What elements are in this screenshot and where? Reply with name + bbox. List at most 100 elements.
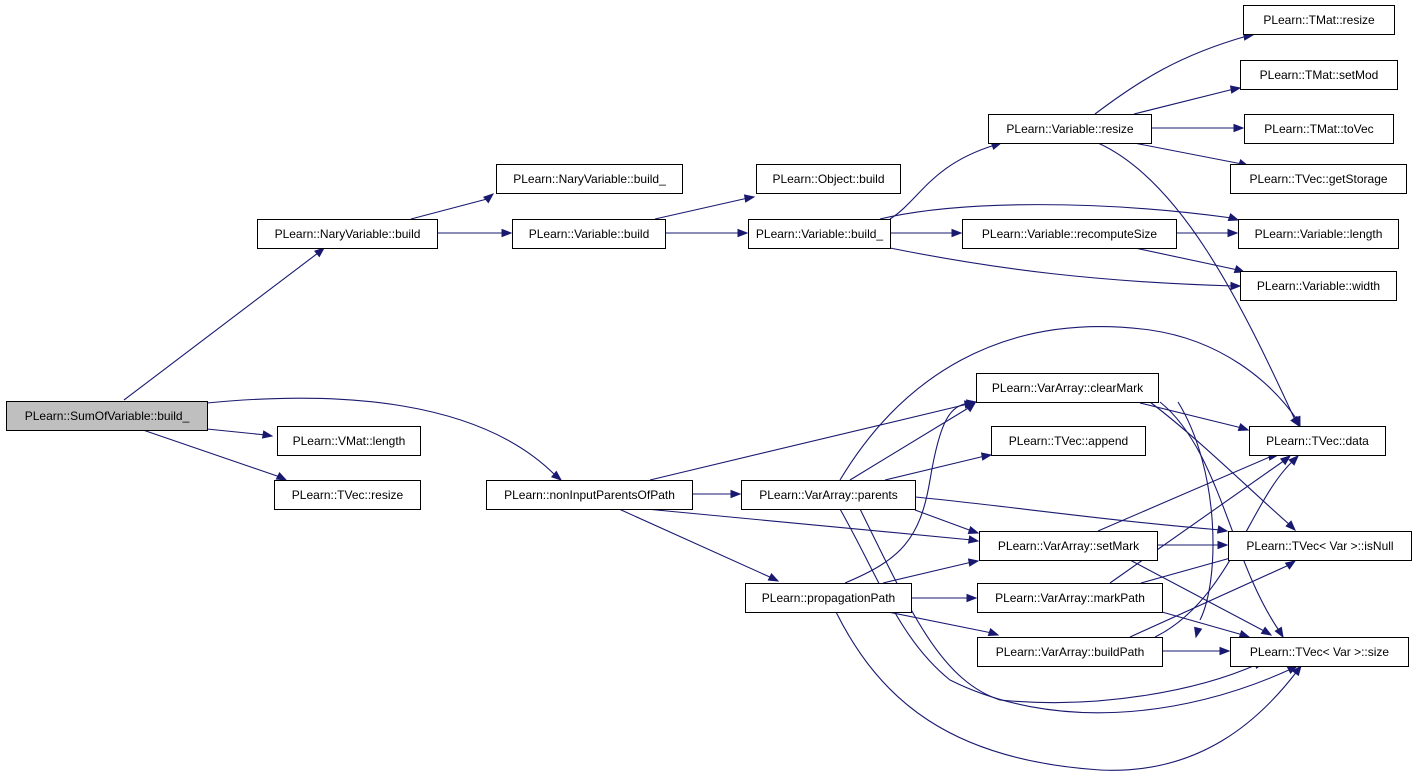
edge-propagationpath-to-vararray_buildpath	[887, 611, 1000, 637]
edge-sumofvar_build_-to-tvec_resize	[142, 429, 288, 481]
node-label: PLearn::VarArray::setMark	[998, 539, 1140, 553]
arrowhead-icon	[1279, 455, 1292, 466]
call-graph-nodes: PLearn::SumOfVariable::build_ PLearn::Nar…	[6, 5, 1412, 667]
arrowhead-icon	[1292, 415, 1301, 428]
node-variable-build[interactable]: PLearn::Variable::build	[512, 219, 666, 249]
edge-variable_resize-to-tmat_tovec	[1151, 123, 1245, 133]
node-tvec-append[interactable]: PLearn::TVec::append	[991, 426, 1146, 456]
edge-sumofvar_build_-to-noninputparents	[206, 397, 563, 481]
node-label: PLearn::TVec::getStorage	[1249, 172, 1387, 186]
edge-vararray_buildpath-to-tvec_isnull	[1129, 560, 1297, 638]
arrowhead-icon	[967, 558, 980, 567]
arrowhead-icon	[967, 535, 980, 544]
arrowhead-icon	[1227, 228, 1239, 238]
node-label: PLearn::TVec::append	[1009, 434, 1128, 448]
node-label: PLearn::NaryVariable::build_	[513, 172, 666, 186]
node-label: PLearn::Variable::build	[529, 227, 650, 241]
edge-variable_build-to-variable_build_	[665, 228, 749, 238]
arrowhead-icon	[1238, 629, 1251, 639]
node-label: PLearn::VarArray::clearMark	[992, 381, 1144, 395]
arrowhead-icon	[1291, 664, 1302, 677]
arrowhead-icon	[980, 452, 993, 461]
call-graph-edges	[123, 32, 1302, 771]
node-tvec-resize[interactable]: PLearn::TVec::resize	[274, 480, 421, 510]
node-vararray-parents[interactable]: PLearn::VarArray::parents	[741, 480, 916, 510]
node-tmat-setmod[interactable]: PLearn::TMat::setMod	[1240, 60, 1398, 90]
arrowhead-icon	[261, 430, 274, 439]
node-label: PLearn::VarArray::buildPath	[996, 645, 1145, 659]
node-vararray-buildpath[interactable]: PLearn::VarArray::buildPath	[977, 637, 1163, 667]
node-label: PLearn::VarArray::markPath	[995, 591, 1145, 605]
edge-vararray_parents-to-tvec_data	[839, 326, 1301, 481]
edge-propagationpath-to-vararray_markpath	[911, 593, 978, 603]
node-label: PLearn::Variable::width	[1257, 279, 1380, 293]
node-vararray-setmark[interactable]: PLearn::VarArray::setMark	[979, 531, 1158, 561]
arrowhead-icon	[1217, 540, 1229, 550]
node-object-build[interactable]: PLearn::Object::build	[756, 164, 901, 194]
edge-vararray_buildpath-to-tvec_size	[1162, 646, 1231, 656]
node-label: PLearn::TVec< Var >::isNull	[1246, 539, 1393, 553]
edge-sumofvar_build_-to-naryvar_build	[123, 247, 326, 401]
arrowhead-icon	[965, 399, 978, 408]
node-variable-length[interactable]: PLearn::Variable::length	[1238, 219, 1399, 249]
edge-propagationpath-to-vararray_clearmark	[844, 399, 978, 584]
edge-variable_build_-to-variable_resize	[889, 141, 1003, 220]
arrowhead-icon	[730, 489, 742, 499]
edge-variable_resize-to-tmat_resize	[1094, 32, 1255, 115]
arrowhead-icon	[501, 228, 513, 238]
node-tvec-size[interactable]: PLearn::TVec< Var >::size	[1230, 637, 1409, 667]
edge-vararray_setmark-to-tvec_size	[1129, 559, 1273, 636]
edge-variable_build_-to-variable_recomputesize	[890, 228, 963, 238]
arrowhead-icon	[1230, 281, 1242, 291]
edge-variable_recomputesize-to-variable_width	[1134, 247, 1246, 274]
node-vmat-length[interactable]: PLearn::VMat::length	[277, 426, 421, 456]
arrowhead-icon	[1194, 626, 1203, 639]
node-tvec-data[interactable]: PLearn::TVec::data	[1249, 426, 1386, 456]
edge-noninputparents-to-vararray_parents	[692, 489, 742, 499]
node-variable-resize[interactable]: PLearn::Variable::resize	[988, 114, 1152, 144]
arrowhead-icon	[1260, 626, 1273, 636]
node-tmat-resize[interactable]: PLearn::TMat::resize	[1243, 5, 1395, 35]
node-tvec-getstorage[interactable]: PLearn::TVec::getStorage	[1230, 164, 1407, 194]
edge-vararray_parents-to-tvec_isnull	[914, 496, 1229, 534]
node-variable-width[interactable]: PLearn::Variable::width	[1240, 271, 1397, 301]
arrowhead-icon	[1233, 264, 1246, 274]
edge-naryvar_build-to-naryvar_build_	[410, 193, 495, 220]
node-label: PLearn::Variable::recomputeSize	[982, 227, 1158, 241]
node-tmat-tovec[interactable]: PLearn::TMat::toVec	[1244, 114, 1394, 144]
edge-vararray_setmark-to-tvec_data	[1097, 452, 1280, 532]
node-label: PLearn::Variable::build_	[756, 227, 884, 241]
node-label: PLearn::NaryVariable::build	[275, 227, 421, 241]
arrowhead-icon	[1237, 422, 1250, 432]
edge-vararray_markpath-to-tvec_data	[1109, 455, 1292, 584]
edge-noninputparents-to-propagationpath	[618, 508, 780, 582]
node-label: PLearn::TVec::data	[1266, 434, 1369, 448]
node-label: PLearn::TVec< Var >::size	[1250, 645, 1390, 659]
node-variable-build-[interactable]: PLearn::Variable::build_	[748, 219, 891, 249]
node-noninputparents[interactable]: PLearn::nonInputParentsOfPath	[486, 480, 693, 510]
edge-vararray_clearmark-to-tvec_isnull	[1149, 401, 1296, 531]
node-naryvar-build-[interactable]: PLearn::NaryVariable::build_	[496, 164, 683, 194]
arrowhead-icon	[1285, 520, 1296, 531]
arrowhead-icon	[966, 593, 978, 603]
edge-vararray_parents-to-vararray_setmark	[914, 509, 980, 535]
edge-noninputparents-to-vararray_setmark	[645, 508, 980, 544]
node-sumofvar-build-: PLearn::SumOfVariable::build_	[6, 401, 208, 431]
edge-variable_resize-to-tvec_getstorage	[1133, 142, 1250, 168]
edge-noninputparents-to-vararray_clearmark	[649, 400, 976, 481]
arrowhead-icon	[1216, 525, 1229, 534]
edge-variable_resize-to-tmat_setmod	[1133, 85, 1242, 115]
edge-vararray_parents-to-tvec_append	[884, 452, 993, 481]
node-label: PLearn::Object::build	[772, 172, 884, 186]
edge-vararray_setmark-to-tvec_isnull	[1157, 540, 1229, 550]
node-vararray-clearmark[interactable]: PLearn::VarArray::clearMark	[976, 373, 1159, 403]
node-naryvar-build[interactable]: PLearn::NaryVariable::build	[257, 219, 438, 249]
node-variable-recomputesize[interactable]: PLearn::Variable::recomputeSize	[962, 219, 1177, 249]
node-tvec-isnull[interactable]: PLearn::TVec< Var >::isNull	[1228, 531, 1412, 561]
arrowhead-icon	[275, 471, 288, 481]
arrowhead-icon	[951, 228, 963, 238]
node-label: PLearn::SumOfVariable::build_	[25, 409, 190, 423]
node-propagationpath[interactable]: PLearn::propagationPath	[745, 583, 912, 613]
node-vararray-markpath[interactable]: PLearn::VarArray::markPath	[977, 583, 1163, 613]
edge-naryvar_build-to-variable_build	[437, 228, 513, 238]
